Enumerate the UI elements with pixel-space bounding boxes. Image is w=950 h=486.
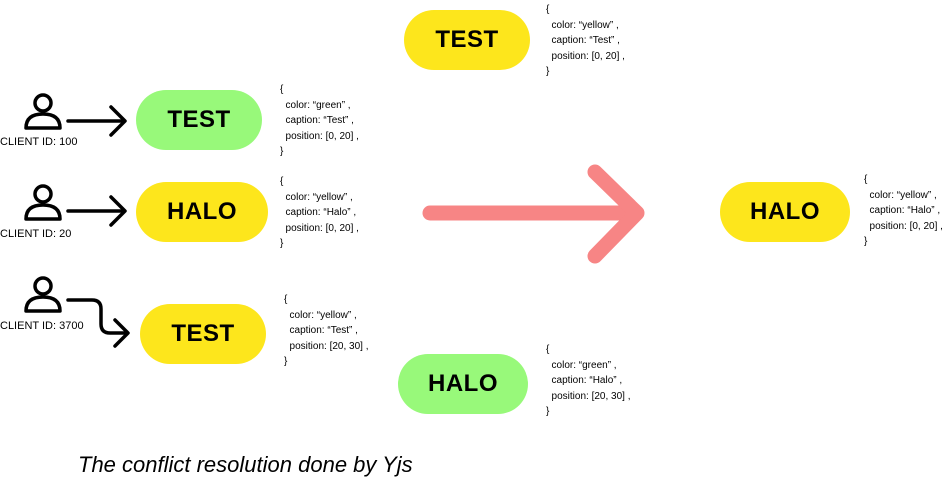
user-icon — [24, 93, 62, 130]
object-properties: { color: “yellow” , caption: “Halo” , po… — [280, 176, 359, 249]
user-icon — [24, 276, 62, 313]
merged-object-pill: HALO — [398, 354, 528, 414]
arrow-icon — [66, 298, 130, 348]
result-object-pill: HALO — [720, 182, 850, 242]
input-object-pill: HALO — [136, 182, 268, 242]
arrow-icon — [66, 105, 127, 137]
object-properties: { color: “green” , caption: “Halo” , pos… — [546, 344, 631, 417]
input-object-pill: TEST — [136, 90, 262, 150]
client-label: CLIENT ID: 20 — [0, 228, 72, 240]
object-properties: { color: “green” , caption: “Test” , pos… — [280, 84, 359, 157]
figure-caption: The conflict resolution done by Yjs — [78, 452, 413, 477]
object-properties: { color: “yellow” , caption: “Test” , po… — [546, 4, 625, 77]
input-object-pill: TEST — [140, 304, 266, 364]
result-properties: { color: “yellow” , caption: “Halo” , po… — [864, 174, 943, 247]
client-label: CLIENT ID: 100 — [0, 136, 78, 148]
merged-object-pill: TEST — [404, 10, 530, 70]
user-icon — [24, 184, 62, 221]
arrow-icon — [66, 195, 127, 227]
resolution-arrow — [422, 164, 645, 264]
object-properties: { color: “yellow” , caption: “Test” , po… — [284, 294, 369, 367]
client-label: CLIENT ID: 3700 — [0, 320, 84, 332]
